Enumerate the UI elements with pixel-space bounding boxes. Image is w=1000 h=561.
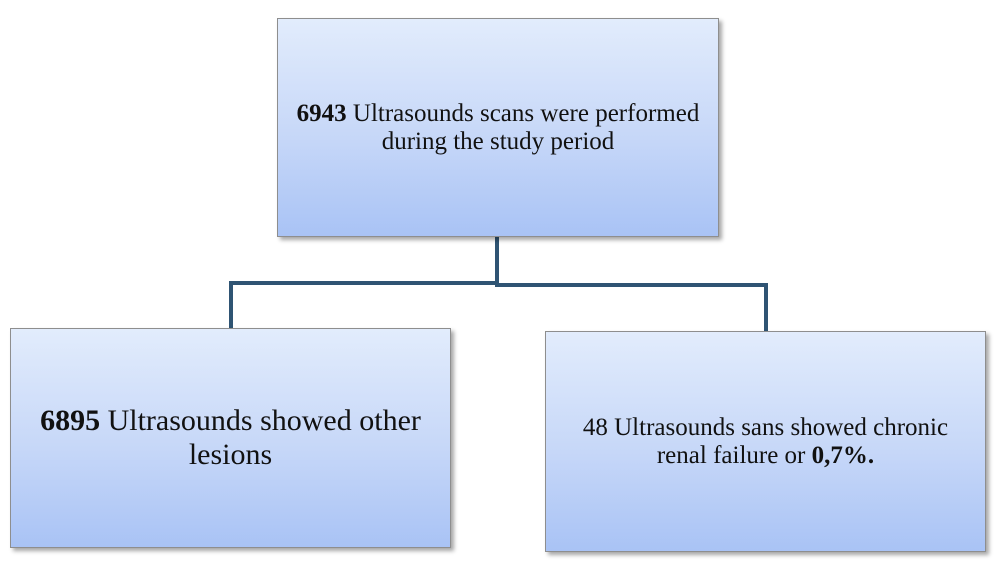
root-box-text: 6943 Ultrasounds scans were performed du…	[282, 100, 714, 156]
other-lesions-description: Ultrasounds showed other lesions	[100, 404, 421, 471]
other-lesions-text: 6895 Ultrasounds showed other lesions	[21, 404, 440, 471]
other-lesions-count: 6895	[40, 404, 101, 438]
root-box-total-scans: 6943 Ultrasounds scans were performed du…	[277, 18, 719, 237]
child-box-chronic-renal-failure: 48 Ultrasounds sans showed chronic renal…	[545, 331, 986, 552]
renal-failure-percent: 0,7%.	[811, 441, 875, 469]
total-scans-description: Ultrasounds scans were performed during …	[346, 99, 700, 155]
renal-failure-description: 48 Ultrasounds sans showed chronic renal…	[582, 413, 949, 469]
renal-failure-text: 48 Ultrasounds sans showed chronic renal…	[560, 414, 971, 470]
total-scans-count: 6943	[296, 99, 347, 127]
child-box-other-lesions: 6895 Ultrasounds showed other lesions	[10, 328, 451, 548]
